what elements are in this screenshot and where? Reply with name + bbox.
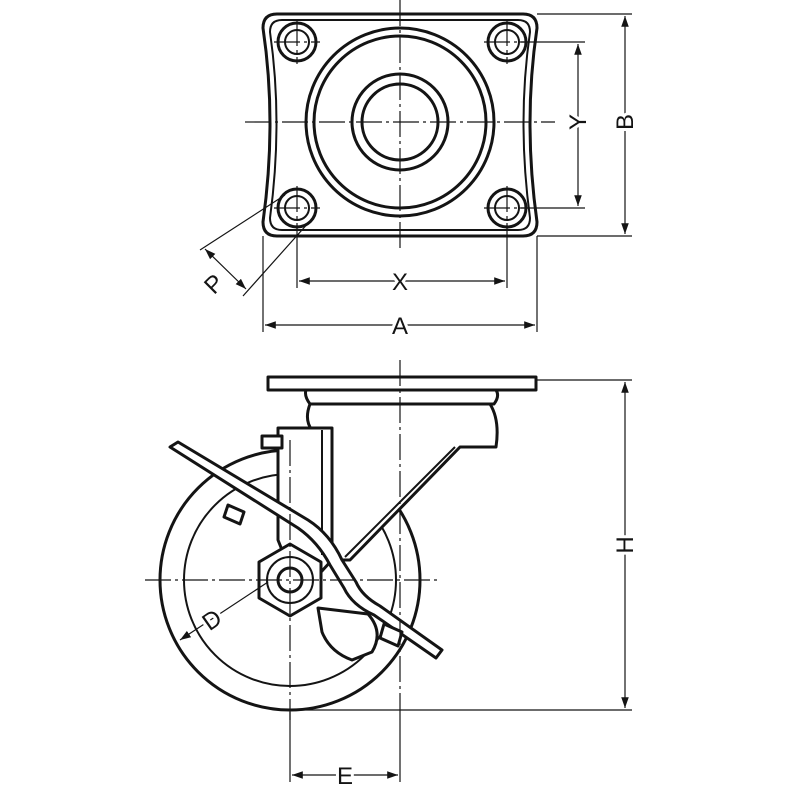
dimension-p: P bbox=[196, 194, 311, 303]
top-plate-inner-edge bbox=[269, 19, 531, 231]
swivel-head bbox=[304, 388, 500, 406]
side-top-plate bbox=[266, 375, 538, 392]
dimension-y: Y bbox=[520, 41, 595, 209]
dimension-label-b: B bbox=[612, 114, 639, 130]
dimension-e: E bbox=[289, 700, 401, 793]
dimension-label-x: X bbox=[392, 269, 408, 296]
brake-lever bbox=[168, 440, 444, 660]
dimension-label-p: P bbox=[199, 269, 229, 299]
dimension-label-e: E bbox=[337, 763, 353, 790]
side-view bbox=[145, 360, 538, 720]
fork-body bbox=[305, 402, 499, 562]
dimension-x: X bbox=[296, 225, 508, 299]
brake-shoe bbox=[316, 606, 379, 662]
dimension-a: A bbox=[262, 236, 538, 343]
top-view bbox=[245, 0, 555, 248]
brake-tab bbox=[222, 503, 246, 526]
fork-bracket bbox=[260, 434, 284, 450]
brake-tab bbox=[378, 622, 404, 648]
dimension-b: B bbox=[537, 13, 642, 237]
dimension-label-h: H bbox=[612, 536, 639, 553]
dimension-label-a: A bbox=[392, 313, 408, 340]
top-plate-outline bbox=[261, 12, 539, 238]
dimension-label-y: Y bbox=[565, 114, 592, 130]
dimension-h: H bbox=[290, 379, 642, 711]
